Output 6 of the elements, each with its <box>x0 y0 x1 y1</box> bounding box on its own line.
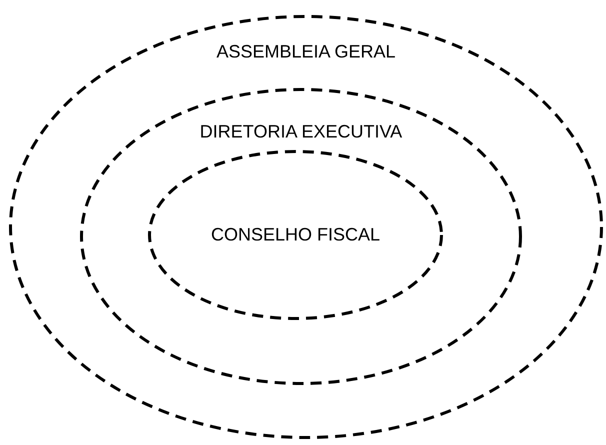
ellipse-label: CONSELHO FISCAL <box>210 224 380 246</box>
ellipse-label: DIRETORIA EXECUTIVA <box>200 122 402 142</box>
dashed-ellipse <box>80 88 522 385</box>
dashed-ellipse <box>148 150 443 320</box>
dashed-ellipse <box>9 15 603 439</box>
ellipse-label: ASSEMBLEIA GERAL <box>216 42 396 62</box>
